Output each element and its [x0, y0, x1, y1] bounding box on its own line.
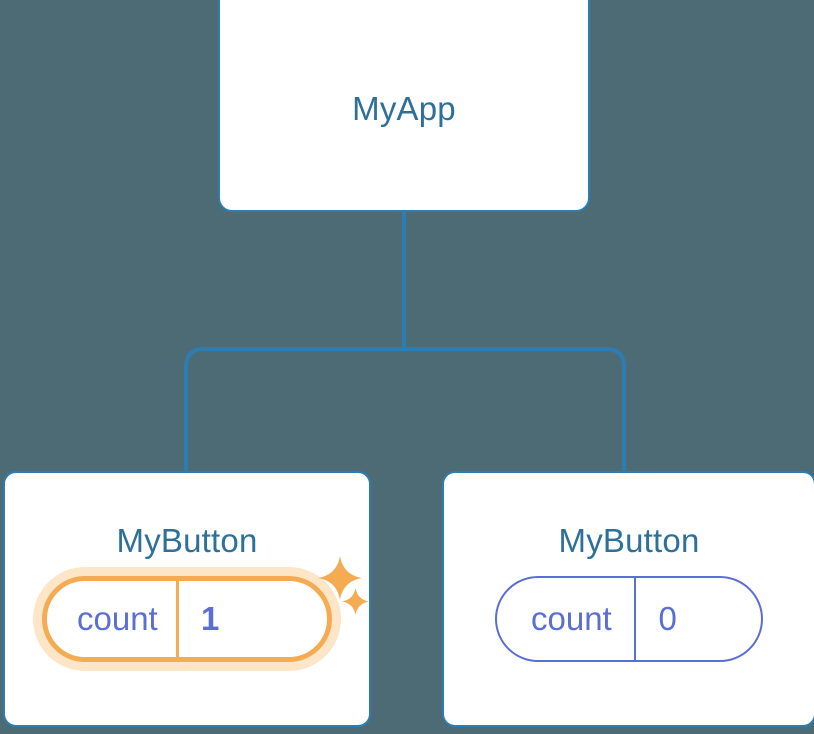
state-key-right: count — [531, 600, 612, 637]
connector-branch-left — [184, 347, 404, 476]
state-pill-right[interactable]: count 0 — [495, 576, 763, 662]
node-card-mybutton-right[interactable]: MyButton count 0 — [442, 471, 814, 727]
node-title-myapp: MyApp — [352, 90, 456, 127]
state-pill-left[interactable]: count 1 — [42, 576, 332, 662]
node-title-mybutton-left: MyButton — [116, 522, 258, 559]
state-pill-wrapper-left: count 1 — [5, 576, 369, 662]
state-value-right: 0 — [633, 578, 700, 660]
state-pill-wrapper-right: count 0 — [444, 576, 814, 662]
node-card-mybutton-left[interactable]: MyButton count 1 — [3, 471, 371, 727]
node-title-mybutton-right: MyButton — [558, 522, 700, 559]
connector-branch-right — [404, 347, 626, 476]
node-card-myapp[interactable]: MyApp — [218, 0, 590, 212]
state-key-left: count — [77, 600, 158, 637]
state-value-left: 1 — [175, 581, 242, 657]
